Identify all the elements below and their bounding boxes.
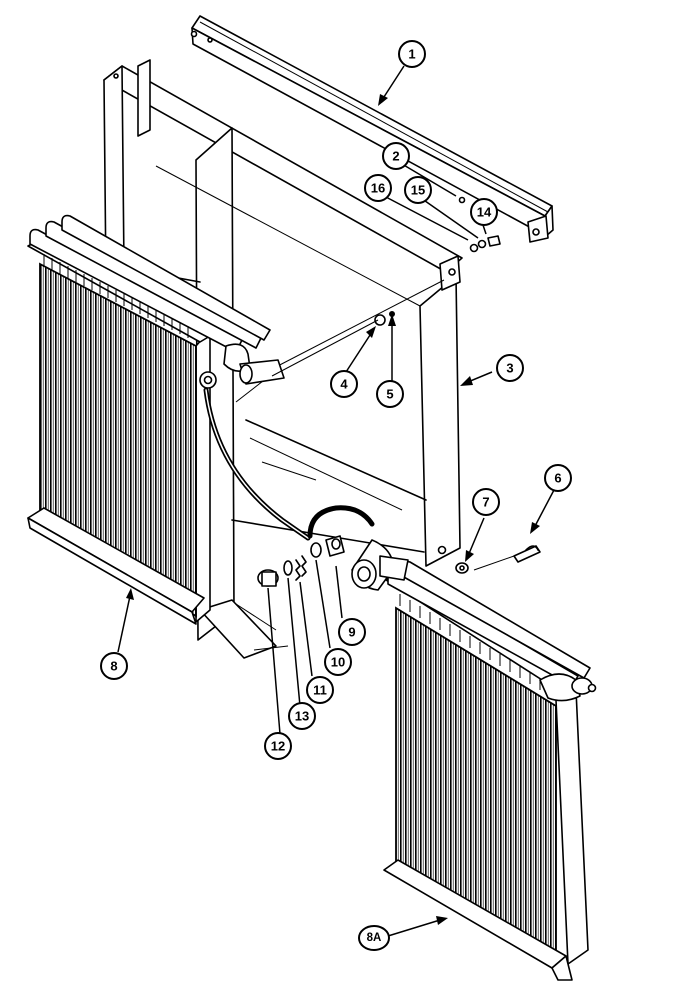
callout-balloon-8A: 8A	[358, 925, 390, 951]
callout-balloon-15: 15	[404, 176, 432, 204]
callout-balloon-11: 11	[306, 676, 334, 704]
callout-balloon-16: 16	[364, 174, 392, 202]
callout-label-12: 12	[271, 739, 285, 754]
callout-label-3: 3	[506, 361, 513, 376]
callout-balloon-2: 2	[382, 142, 410, 170]
callout-balloon-4: 4	[330, 370, 358, 398]
callout-balloon-14: 14	[470, 198, 498, 226]
callout-label-14: 14	[477, 205, 492, 220]
callout-label-16: 16	[371, 181, 385, 196]
oil-cooler-left	[27, 214, 285, 625]
callout-label-13: 13	[295, 709, 309, 724]
callout-label-8: 8	[110, 659, 117, 674]
callout-label-8A: 8A	[367, 932, 382, 944]
callout-balloon-6: 6	[544, 464, 572, 492]
callout-balloon-8: 8	[100, 652, 128, 680]
small-hardware	[257, 196, 541, 587]
callout-label-9: 9	[348, 625, 355, 640]
callout-balloon-1: 1	[398, 40, 426, 68]
callout-balloon-3: 3	[496, 354, 524, 382]
callout-balloon-9: 9	[338, 618, 366, 646]
callout-balloon-12: 12	[264, 732, 292, 760]
callout-label-7: 7	[482, 495, 489, 510]
callout-balloon-7: 7	[472, 488, 500, 516]
callout-label-2: 2	[392, 149, 399, 164]
callout-label-15: 15	[411, 183, 425, 198]
callout-label-5: 5	[386, 387, 393, 402]
callout-balloon-5: 5	[376, 380, 404, 408]
callout-balloon-13: 13	[288, 702, 316, 730]
callout-label-10: 10	[331, 655, 345, 670]
callout-label-6: 6	[554, 471, 561, 486]
callout-balloon-10: 10	[324, 648, 352, 676]
top-mounting-bar	[190, 15, 554, 243]
leader-lines	[117, 65, 555, 937]
callout-label-1: 1	[408, 47, 415, 62]
callout-label-4: 4	[340, 377, 348, 392]
oil-cooler-right	[351, 539, 597, 981]
shroud-frame	[103, 59, 463, 659]
callout-label-11: 11	[313, 683, 327, 698]
